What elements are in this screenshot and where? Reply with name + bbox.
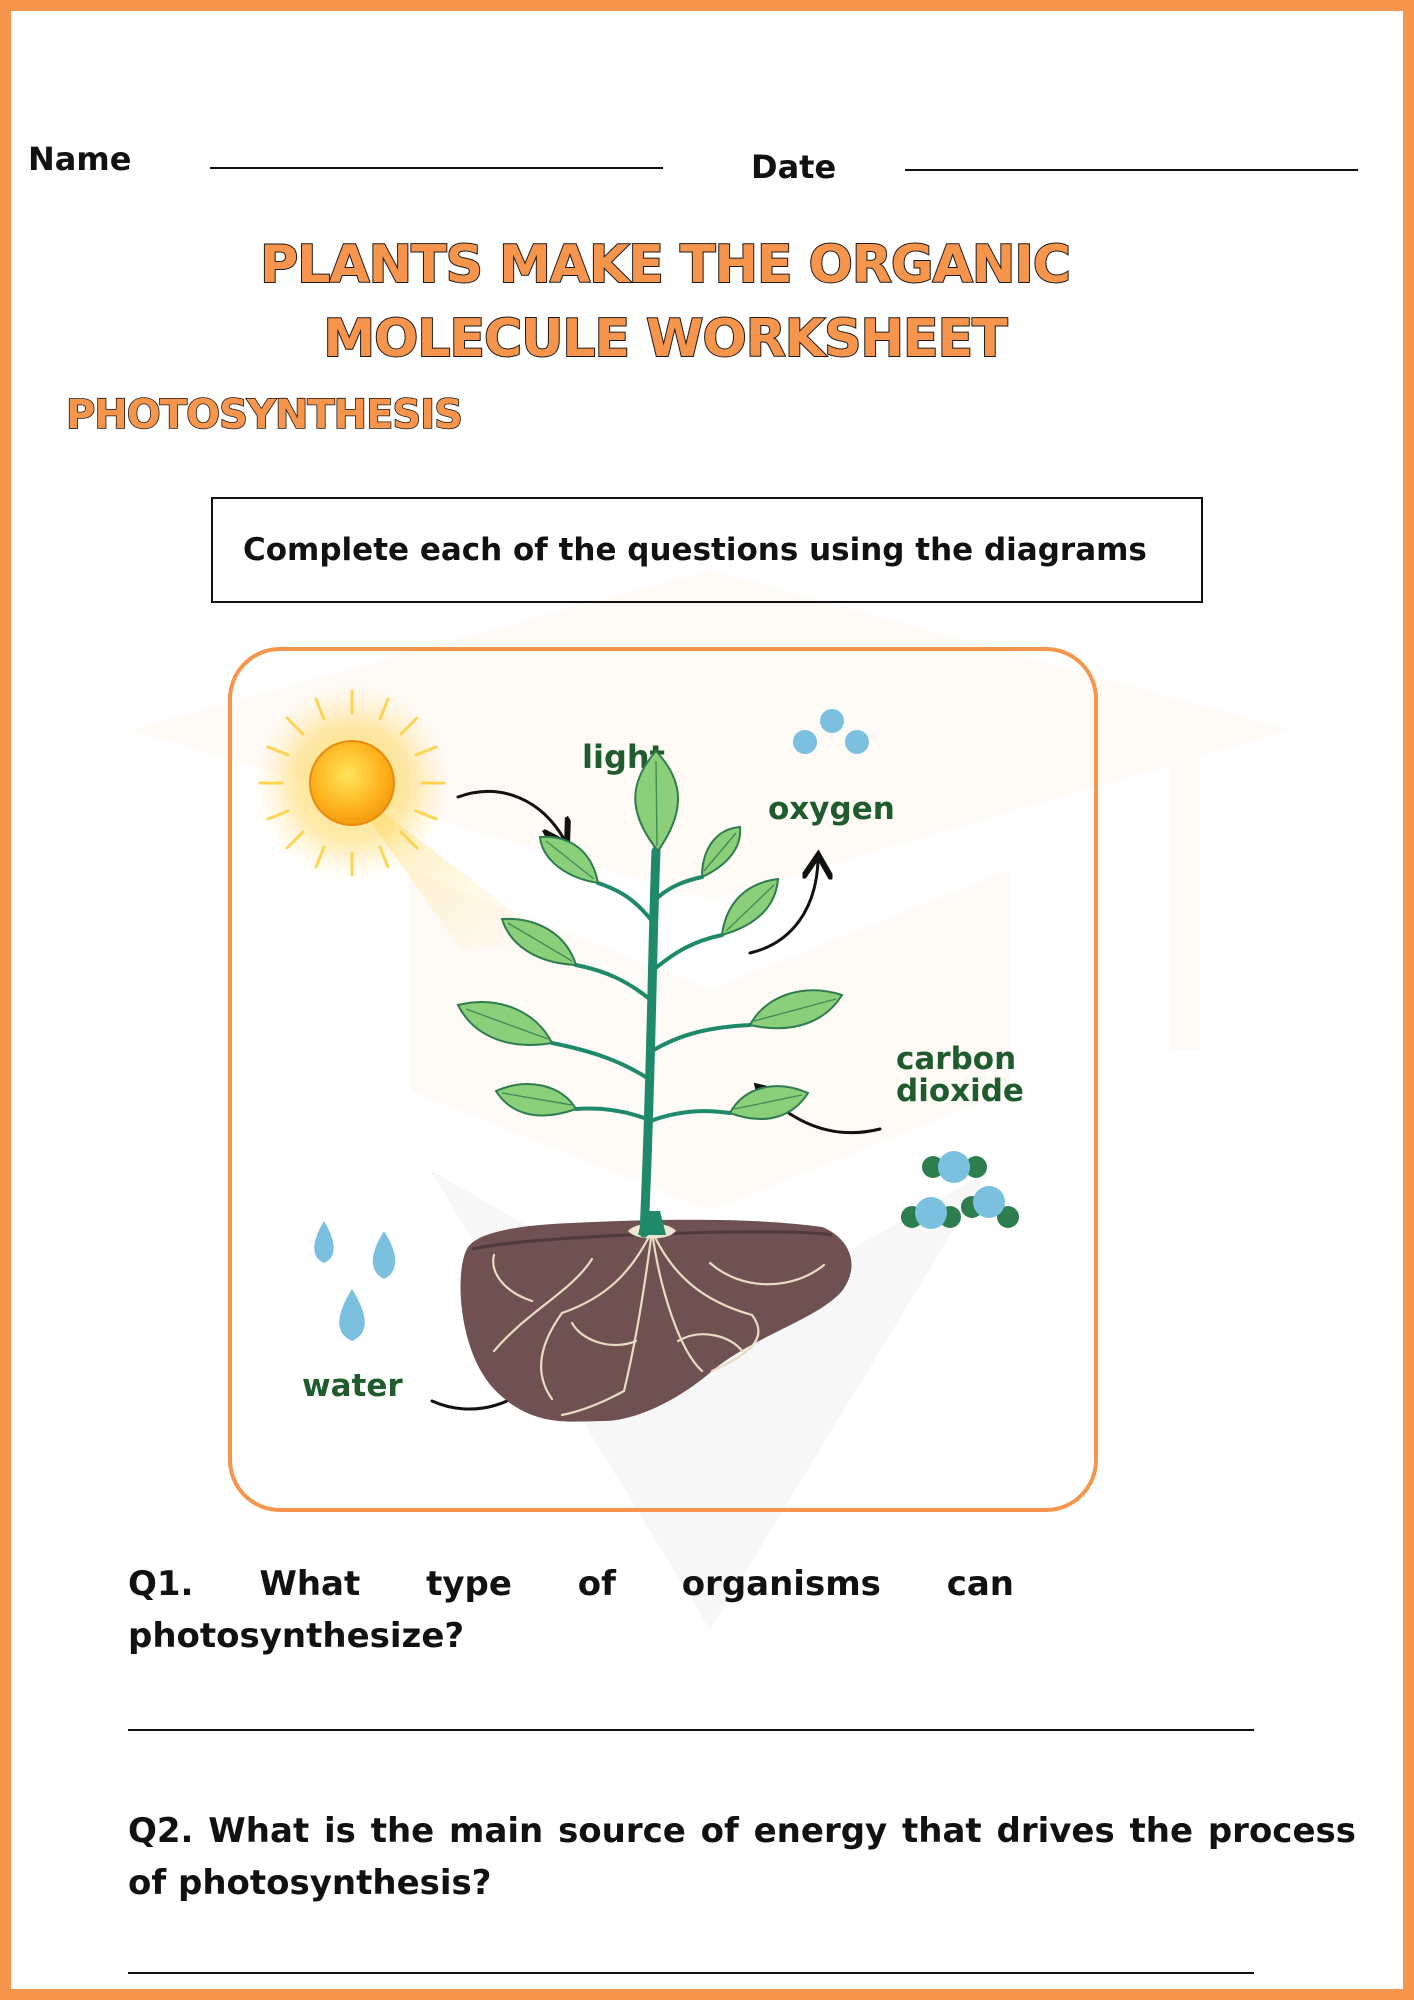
dioxide-label: dioxide	[896, 1073, 1024, 1109]
water-drop-icon	[314, 1221, 396, 1341]
carbon-dioxide-molecule-icon	[901, 1151, 1019, 1229]
photosynthesis-diagram: light oxygen carbon dioxide water	[252, 683, 1024, 1422]
section-subtitle: PHOTOSYNTHESIS	[65, 391, 464, 439]
question-2-number: Q2.	[128, 1811, 194, 1851]
answer-line-1[interactable]	[128, 1729, 1254, 1731]
diagram-frame: light oxygen carbon dioxide water	[228, 647, 1098, 1512]
sun-icon	[252, 683, 552, 951]
date-line[interactable]	[905, 169, 1358, 171]
worksheet-title: PLANTS MAKE THE ORGANIC MOLECULE WORKSHE…	[180, 228, 1150, 376]
soil-illustration	[460, 1219, 852, 1422]
instruction-text: Complete each of the questions using the…	[243, 532, 1147, 568]
oxygen-label: oxygen	[768, 791, 895, 827]
instruction-box: Complete each of the questions using the…	[211, 497, 1203, 603]
water-label: water	[302, 1368, 403, 1404]
question-1-text: What type of organisms can photosynthesi…	[128, 1564, 1015, 1656]
light-arrow	[456, 789, 564, 839]
carbon-label: carbon	[896, 1041, 1016, 1077]
answer-line-2[interactable]	[128, 1972, 1254, 1974]
title-line-1: PLANTS MAKE THE ORGANIC	[259, 234, 1072, 296]
oxygen-arrow	[748, 861, 818, 955]
date-label: Date	[751, 148, 837, 186]
oxygen-molecule-icon	[793, 709, 869, 754]
question-1: Q1. What type of organisms can photosynt…	[128, 1558, 1014, 1714]
question-2: Q2. What is the main source of energy th…	[128, 1805, 1356, 1909]
name-line[interactable]	[210, 167, 663, 169]
question-1-number: Q1.	[128, 1564, 194, 1604]
name-label: Name	[28, 140, 132, 178]
plant-illustration	[456, 749, 844, 1238]
title-line-2: MOLECULE WORKSHEET	[322, 308, 1008, 370]
question-2-text: What is the main source of energy that d…	[128, 1811, 1356, 1903]
